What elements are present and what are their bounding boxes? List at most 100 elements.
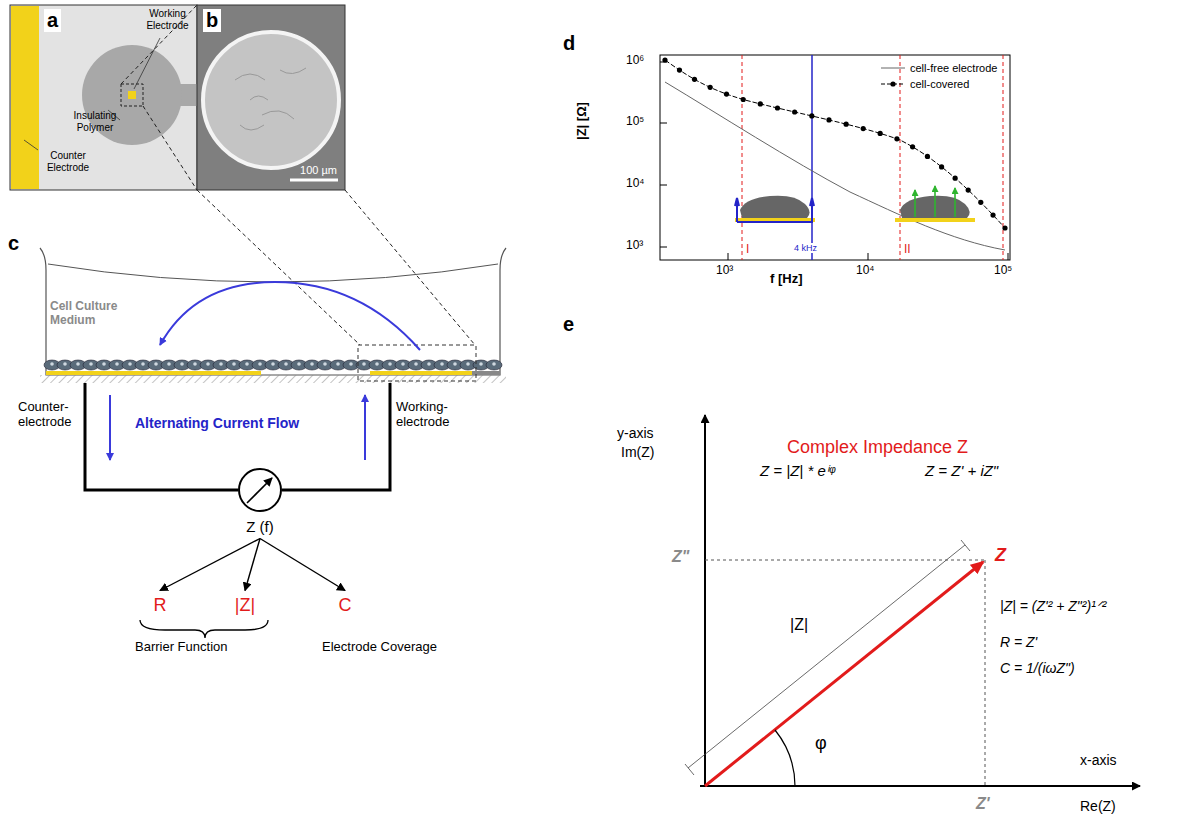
magnitude-label: |Z| [790,616,808,634]
cell-nucleus [466,362,470,366]
cell-nucleus [180,362,184,366]
legend-entry: cell-covered [880,78,969,90]
cell-nucleus [401,362,405,366]
part-label: Working-electrode [396,400,476,430]
quantity-node: C [333,593,358,618]
tick [660,123,667,124]
cell-nucleus [102,362,106,366]
connector-arrow [160,539,260,591]
quantity-label: |Z| [235,595,255,615]
heading: Complex Impedance Z [787,437,968,458]
part-label: Insulating Polymer [70,110,120,133]
cell-nucleus [63,362,67,366]
tick [1008,253,1009,260]
data-point [775,105,780,110]
cell-nucleus [310,362,314,366]
axis-title: |Z| [Ω] [575,102,590,140]
axis-title: Re(Z) [1080,798,1116,814]
scale-bar-label: 100 µm [300,164,337,176]
data-point [809,113,814,118]
cell-nucleus [154,362,158,366]
formula: |Z| = (Z'² + Z"²)¹ᐟ² [1000,598,1106,614]
quantity-label: Z (f) [246,518,274,535]
panel-letter: d [563,32,575,55]
quantity-label: C [339,595,352,615]
axis-tick: 10³ [626,239,643,253]
panel-letter: b [203,9,221,32]
cell-nucleus [258,362,262,366]
cell-nucleus [414,362,418,366]
group-label: Barrier Function [135,640,227,655]
axis-tick: 10⁵ [626,115,644,129]
micrograph [121,5,475,345]
data-point [953,176,958,181]
data-point [724,91,729,96]
electrode-layout [10,5,197,190]
connector-arrow [245,539,260,591]
data-point [708,85,713,90]
cell-nucleus [245,362,249,366]
connector-arrow [260,539,345,591]
legend-text: cell-covered [910,78,969,90]
panel-letter: a [44,9,61,32]
tick [660,185,667,186]
axis-title: Im(Z) [621,444,654,460]
quantity-node: Z (f) [240,516,280,537]
cell-nucleus [388,362,392,366]
region-label: II [904,243,911,257]
axis-title: y-axis [617,425,654,441]
data-point [990,212,995,217]
data-point [925,154,930,159]
data-point [662,57,667,62]
formula: Z = Z' + iZ" [925,462,998,479]
panel-letter: e [563,313,574,336]
data-point [878,131,883,136]
cell-nucleus [349,362,353,366]
part-label: Cell Culture Medium [50,300,120,328]
quantity-node: |Z| [229,593,261,618]
tick [660,247,667,248]
data-point [1002,225,1007,230]
legend-sample [880,79,906,89]
cell-nucleus [89,362,93,366]
cell-nucleus [76,362,80,366]
component-label: Z" [672,548,689,566]
axis-title: f [Hz] [770,272,803,287]
axis-tick: 10⁵ [994,264,1012,278]
part-label: Counter-electrode [18,400,98,430]
cell-nucleus [206,362,210,366]
data-point [741,97,746,102]
cell-nucleus [336,362,340,366]
cell-nucleus [141,362,145,366]
cell-nucleus [492,362,496,366]
quantity-node: R [148,593,173,618]
cell-nucleus [323,362,327,366]
data-point [826,117,831,122]
legend-dot [890,81,895,86]
current-label: Alternating Current Flow [135,415,299,431]
legend-text: cell-free electrode [910,62,997,74]
cell-nucleus [362,362,366,366]
panel-frame: b 100 µm [197,5,345,190]
cell-nucleus [453,362,457,366]
cell [486,360,502,370]
cell-nucleus [271,362,275,366]
data-point [692,77,697,82]
cell-nucleus [115,362,119,366]
angle-label: φ [815,733,827,754]
axis-tick: 10³ [716,264,733,278]
axis-tick: 10⁴ [626,177,645,191]
data-point [861,126,866,131]
cell-nucleus [427,362,431,366]
cell-nucleus [128,362,132,366]
data-point [844,122,849,127]
phasor-diagram [685,415,1140,786]
data-point [677,67,682,72]
cell-nucleus [479,362,483,366]
measurement-setup [40,248,506,638]
legend-entry: cell-free electrode [880,62,997,74]
frequency-label: 4 kHz [794,243,817,253]
axis-tick: 10⁶ [626,54,644,68]
cell-nucleus [284,362,288,366]
quantity-label: R [154,595,167,615]
